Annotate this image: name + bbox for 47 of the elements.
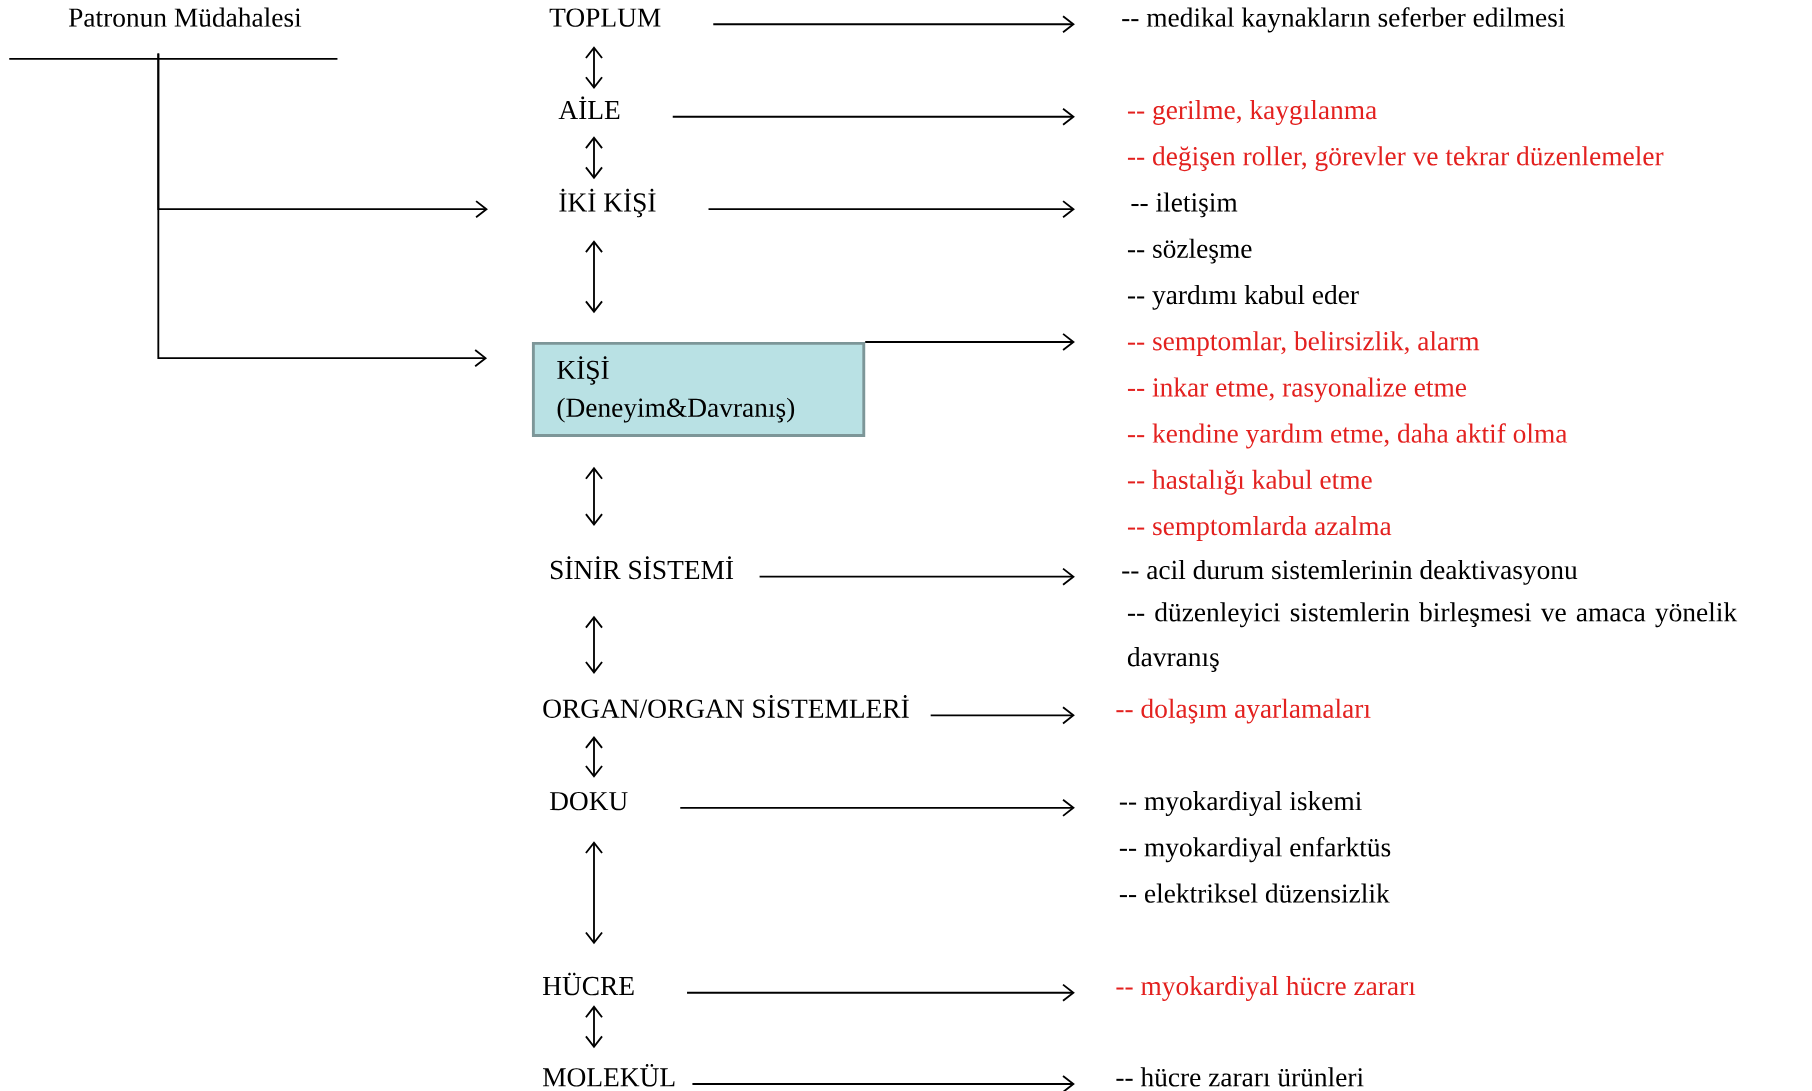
effect-text: -- medikal kaynakların seferber edilmesi [1122, 7, 1565, 33]
effect-text: -- myokardiyal hücre zararı [1116, 976, 1416, 1001]
effect-text: -- hastalığı kabul etme [1127, 469, 1372, 495]
level-box: KİŞİ (Deneyim&Davranış) [531, 342, 866, 437]
effect-text: -- sözleşme [1127, 238, 1252, 264]
effect-text: -- myokardiyal iskemi [1119, 791, 1362, 817]
effect-text: -- myokardiyal enfarktüs [1119, 837, 1391, 863]
effect-text: -- hücre zararı ürünleri [1116, 1067, 1364, 1087]
effect-text: -- iletişim [1131, 192, 1238, 218]
arrow [157, 52, 488, 368]
effect-text: -- semptomlar, belirsizlik, alarm [1127, 331, 1480, 357]
level-label: SİNİR SİSTEMİ [550, 556, 734, 580]
effect-text: -- değişen roller, görevler ve tekrar düzenlemeler [1127, 146, 1664, 172]
level-label: AİLE [558, 96, 620, 120]
effect-text: -- acil durum sistemlerinin deaktivasyonu [1122, 560, 1578, 585]
arrow [691, 1075, 1075, 1091]
effect-text: -- düzenleyici sistemlerin birleşmesi ve amaca yönelik davranış [1127, 602, 1738, 672]
arrow [585, 46, 603, 90]
effect-text: -- kendine yardım etme, daha aktif olma [1127, 423, 1568, 449]
arrow [585, 136, 603, 180]
arrow [758, 567, 1075, 586]
arrow [864, 333, 1075, 351]
arrow [585, 615, 603, 674]
arrow [585, 466, 603, 527]
arrow [585, 841, 603, 945]
arrow [585, 1005, 603, 1049]
arrow [929, 706, 1075, 725]
effect-text: -- yardımı kabul eder [1127, 284, 1359, 310]
arrow [679, 798, 1075, 817]
level-label: HÜCRE [543, 972, 634, 996]
level-label: DOKU [549, 792, 628, 811]
arrow [585, 240, 603, 314]
arrow [712, 15, 1075, 34]
level-label: MOLEKÜL [543, 1064, 675, 1087]
heading-text: Patronun Müdahalesi [68, 7, 302, 27]
level-label: İKİ KİŞİ [559, 188, 656, 218]
arrow [686, 983, 1075, 1002]
effect-text: -- inkar etme, rasyonalize etme [1127, 377, 1467, 403]
effect-text: -- semptomlarda azalma [1127, 516, 1392, 541]
effect-text: -- elektriksel düzensizlik [1119, 883, 1390, 903]
effect-text: -- gerilme, kaygılanma [1127, 100, 1377, 125]
effect-text: -- dolaşım ayarlamaları [1116, 698, 1371, 724]
level-label: TOPLUM [549, 8, 661, 27]
arrow [671, 107, 1075, 126]
arrow [707, 200, 1075, 219]
arrow [585, 736, 603, 778]
level-label: ORGAN/ORGAN SİSTEMLERİ [543, 695, 909, 718]
